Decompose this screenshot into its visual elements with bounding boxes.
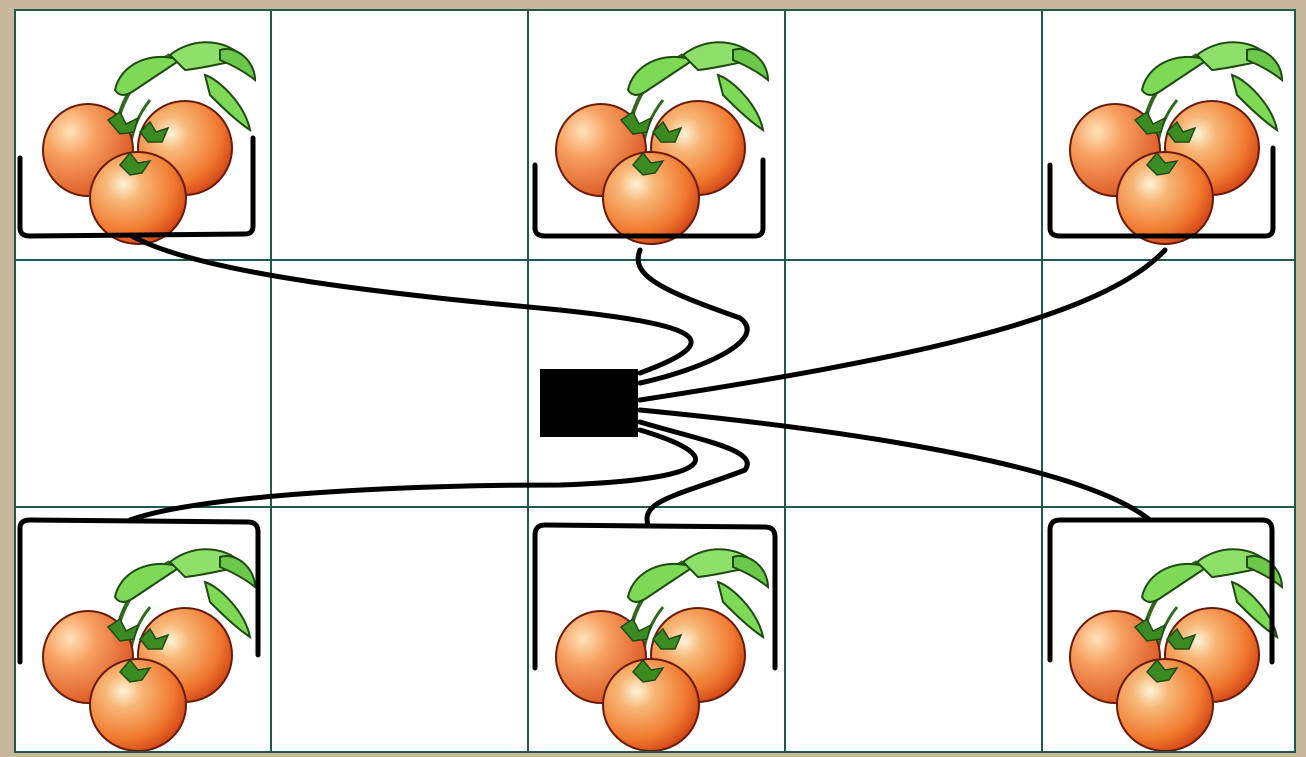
controller-box [540,369,638,437]
